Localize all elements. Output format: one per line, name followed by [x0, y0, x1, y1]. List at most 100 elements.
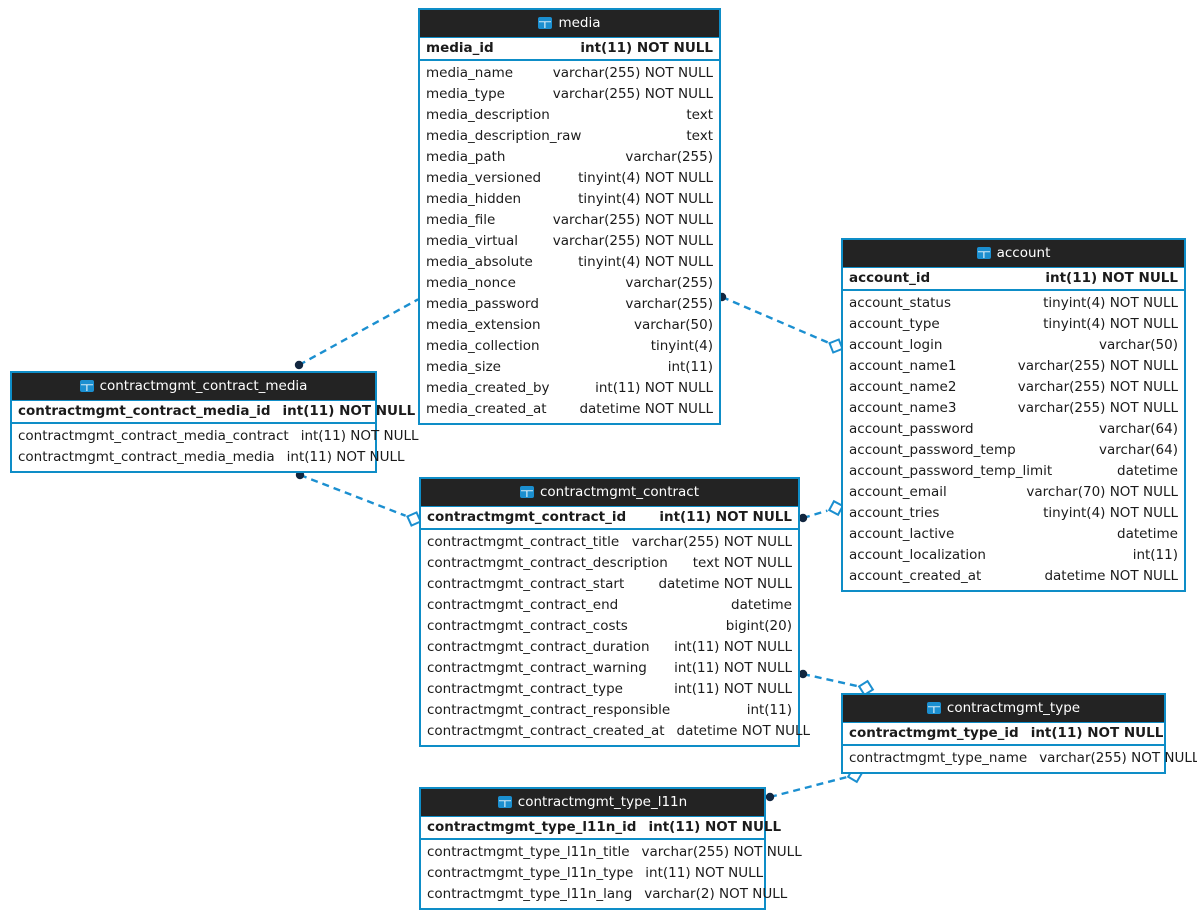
attribute-row[interactable]: account_created_at datetime NOT NULL	[843, 566, 1184, 587]
attribute-type: int(11) NOT NULL	[1045, 270, 1178, 286]
attribute-type: varchar(255)	[625, 149, 713, 165]
attribute-name: account_created_at	[849, 568, 982, 584]
entity-header-media[interactable]: media	[420, 10, 719, 37]
relationship-line	[721, 295, 829, 344]
entity-header-account[interactable]: account	[843, 240, 1184, 267]
attribute-type: text	[686, 107, 713, 123]
attribute-name: media_id	[426, 40, 494, 56]
attribute-name: contractmgmt_type_l11n_id	[427, 819, 637, 835]
attribute-name: media_nonce	[426, 275, 516, 291]
relationship-rel-contract-media-to-contract[interactable]	[295, 470, 422, 527]
relationship-rel-contract-media-to-media[interactable]	[294, 287, 434, 370]
attribute-type: varchar(255) NOT NULL	[552, 65, 713, 81]
relationship-line	[802, 509, 828, 520]
attribute-type: int(11)	[746, 702, 792, 718]
attribute-type: varchar(255)	[625, 296, 713, 312]
entity-header-contractmgmt_type_l11n[interactable]: contractmgmt_type_l11n	[421, 789, 764, 816]
relationship-line	[769, 776, 847, 799]
relationship-rel-media-to-account[interactable]	[717, 292, 844, 354]
attribute-name: media_created_at	[426, 401, 547, 417]
entity-header-contractmgmt_type[interactable]: contractmgmt_type	[843, 695, 1164, 722]
relationship-rel-contract-to-account[interactable]	[798, 499, 845, 523]
attribute-type: datetime NOT NULL	[676, 723, 811, 739]
attribute-name: contractmgmt_contract_id	[427, 509, 627, 525]
attribute-type: datetime NOT NULL	[658, 576, 792, 592]
attribute-type: bigint(20)	[725, 618, 792, 634]
attribute-name: account_localization	[849, 547, 986, 563]
attribute-type: tinyint(4)	[650, 338, 713, 354]
attribute-name: contractmgmt_contract_end	[427, 597, 619, 613]
attribute-name: account_name1	[849, 358, 957, 374]
attribute-name: media_collection	[426, 338, 540, 354]
entity-title: contractmgmt_type	[946, 700, 1081, 716]
attribute-type: datetime NOT NULL	[1044, 568, 1178, 584]
relationship-rel-contract-to-type[interactable]	[798, 669, 875, 697]
attribute-row[interactable]: media_collection tinyint(4)	[420, 336, 719, 357]
entity-header-contractmgmt_contract_media[interactable]: contractmgmt_contract_media	[12, 373, 375, 400]
attribute-type: int(11)	[667, 359, 713, 375]
attribute-name: media_description_raw	[426, 128, 582, 144]
attribute-name: media_virtual	[426, 233, 518, 249]
entity-header-contractmgmt_contract[interactable]: contractmgmt_contract	[421, 479, 798, 506]
attribute-type: int(11) NOT NULL	[674, 660, 792, 676]
